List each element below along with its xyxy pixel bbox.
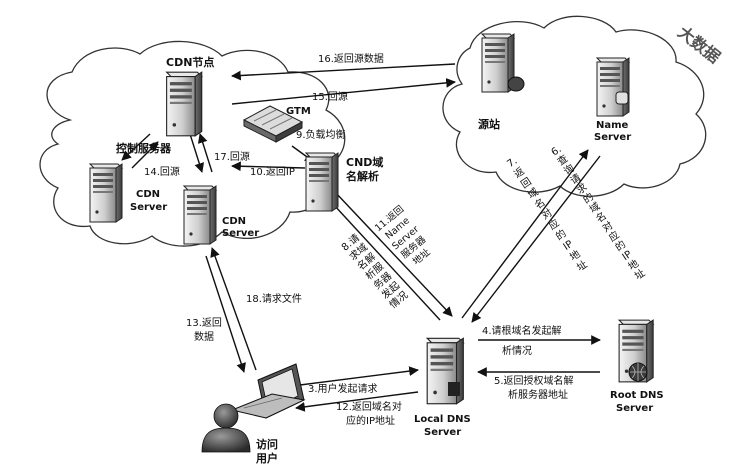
local-dns-label-1: Local DNS — [414, 414, 471, 425]
user-avatar-icon — [201, 403, 251, 453]
user-label-2: 用户 — [256, 451, 278, 465]
watermark: 大数据 — [674, 22, 724, 67]
edge-4-label-2: 析情况 — [502, 344, 532, 357]
edge-5-label-1: 5.返回授权域名解 — [494, 374, 574, 387]
edge-14-label: 14.回源 — [144, 165, 180, 178]
origin-disk-icon — [507, 76, 525, 92]
local-dns-label-2: Server — [424, 427, 461, 438]
name-server-label-1: Name — [596, 120, 629, 131]
name-server-label-2: Server — [594, 132, 631, 143]
edge-15-label: 15.回源 — [312, 90, 348, 103]
edge-5-label-2: 析服务器地址 — [508, 388, 568, 401]
edge-17-label: 17.回源 — [214, 150, 250, 163]
root-dns-label-2: Server — [616, 403, 653, 414]
edge-12-label-2: 应的IP地址 — [346, 414, 395, 427]
edge-13-label-2: 数据 — [194, 330, 214, 343]
edge-3-label: 3.用户发起请求 — [308, 382, 378, 395]
cdn-server-left-label-2: Server — [130, 202, 167, 213]
cnd-dns-label-1: CND域 — [346, 155, 383, 169]
edge-9-label: 9.负载均衡 — [296, 128, 346, 141]
control-server-label: 控制服务器 — [116, 141, 172, 155]
cdn-server-left-icon — [89, 163, 123, 223]
edge-12-label-1: 12.返回域名对 — [336, 400, 402, 413]
edge-4-label-1: 4.请根域名发起解 — [482, 324, 562, 337]
user-label-1: 访问 — [256, 437, 278, 451]
cdn-node-title: CDN节点 — [166, 55, 214, 69]
cnd-dns-server-icon — [305, 152, 339, 212]
gtm-label: GTM — [286, 106, 311, 117]
edge-18-label: 18.请求文件 — [246, 292, 302, 305]
name-server-icon — [596, 57, 630, 117]
edge-16-label: 16.返回源数据 — [318, 52, 384, 65]
control-server-icon — [166, 71, 203, 137]
root-dns-label-1: Root DNS — [610, 390, 664, 401]
laptop-icon — [230, 363, 306, 419]
cdn-server-mid-label-2: Server — [222, 228, 259, 239]
cdn-server-mid-icon — [183, 185, 217, 245]
edge-13-label-1: 13.返回 — [186, 317, 222, 329]
gtm-switch-icon — [242, 105, 304, 143]
cdn-server-left-label-1: CDN — [136, 189, 160, 200]
cnd-dns-label-2: 名解析 — [346, 169, 379, 183]
origin-label: 源站 — [478, 117, 500, 131]
name-server-db-icon — [615, 91, 629, 105]
cdn-server-mid-label-1: CDN — [222, 216, 246, 227]
edge-10-label: 10.返回IP — [250, 166, 295, 178]
